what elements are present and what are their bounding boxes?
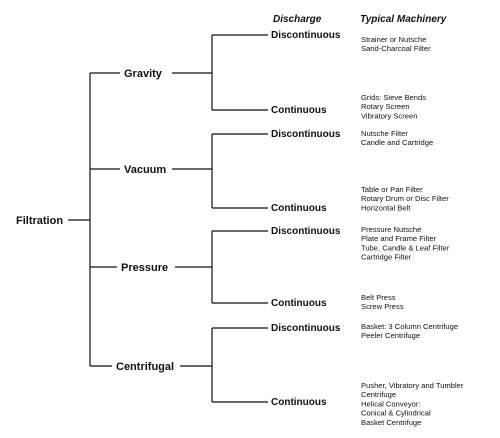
machinery-item: Conical & Cylindrical [361,409,431,418]
method-vacuum: Vacuum [124,164,166,176]
discharge-continuous: Continuous [271,203,327,214]
machinery-item: Basket: 3 Column Centrifuge [361,322,458,331]
discharge-discontinuous: Discontinuous [271,129,341,140]
machinery-item: Basket Centrifuge [361,418,421,427]
machinery-item: Peeler Centrifuge [361,331,420,340]
method-gravity: Gravity [124,68,163,80]
machinery-item: Helical Conveyor: [361,399,421,408]
discharge-discontinuous: Discontinuous [271,30,341,41]
header-discharge: Discharge [273,14,322,25]
machinery-item: Table or Pan Filter [361,185,423,194]
discharge-discontinuous: Discontinuous [271,226,341,237]
machinery-item: Strainer or Nutsche [361,35,426,44]
machinery-item: Tube, Candle & Leaf Filter [361,243,450,252]
discharge-continuous: Continuous [271,397,327,408]
header-typical-machinery: Typical Machinery [360,14,447,25]
machinery-item: Rotary Drum or Disc Filter [361,194,449,203]
machinery-item: Centrifuge [361,390,396,399]
machinery-item: Rotary Screen [361,102,410,111]
machinery-item: Belt Press [361,293,396,302]
machinery-item: Sand-Charcoal Filter [361,44,431,53]
machinery-item: Cartridge Filter [361,253,412,262]
machinery-item: Plate and Frame Filter [361,234,437,243]
machinery-item: Nutsche Filter [361,129,408,138]
machinery-item: Pusher, Vibratory and Tumbler [361,381,464,390]
machinery-item: Candle and Cartridge [361,138,433,147]
method-centrifugal: Centrifugal [116,361,174,373]
discharge-discontinuous: Discontinuous [271,323,341,334]
machinery-item: Screw Press [361,302,404,311]
machinery-item: Pressure Nutsche [361,225,421,234]
discharge-continuous: Continuous [271,298,327,309]
discharge-continuous: Continuous [271,105,327,116]
method-pressure: Pressure [121,262,168,274]
machinery-item: Horizontal Belt [361,203,411,212]
machinery-item: Grids: Sieve Bends [361,93,426,102]
machinery-item: Vibratory Screen [361,111,417,120]
root-node-filtration: Filtration [16,215,63,227]
